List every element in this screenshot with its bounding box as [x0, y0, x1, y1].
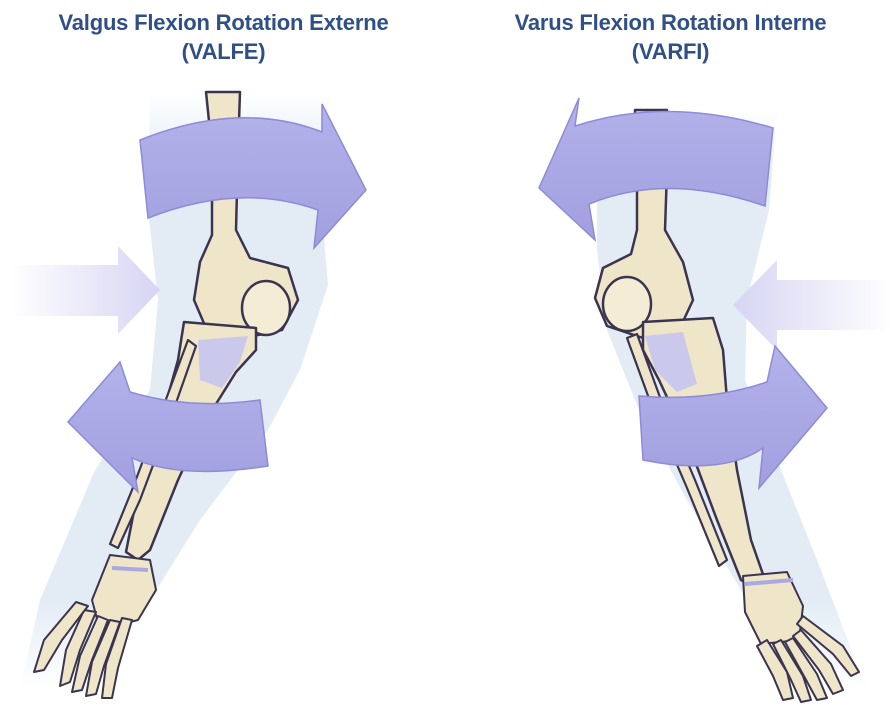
valfe-panel: Valgus Flexion Rotation Externe (VALFE) — [0, 0, 447, 710]
varfi-panel: Varus Flexion Rotation Interne (VARFI) — [447, 0, 894, 710]
force-arrow-icon — [10, 246, 160, 334]
varfi-leg-illustration — [447, 0, 894, 710]
force-arrow-icon — [733, 260, 894, 350]
valfe-leg-illustration — [0, 0, 447, 710]
